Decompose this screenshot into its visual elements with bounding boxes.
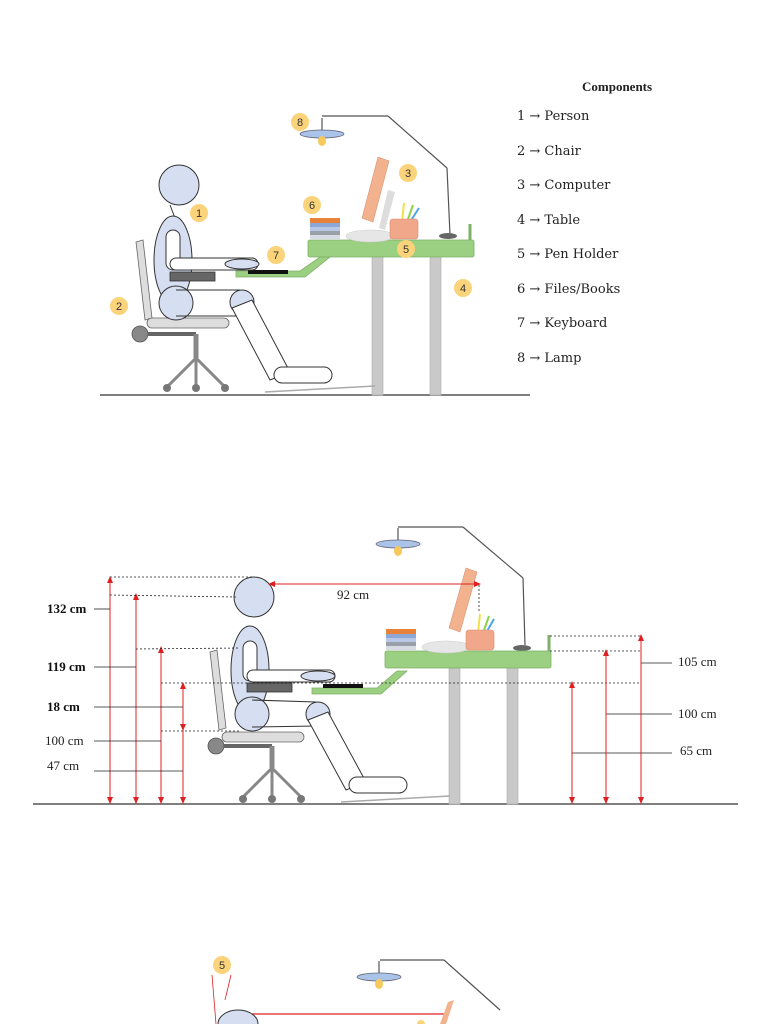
person: [153, 164, 376, 393]
table: [235, 224, 475, 396]
legend-item: 6 → Files/Books: [517, 281, 621, 297]
badge-5: 5: [219, 960, 225, 972]
dimension-arrowheads-right: [569, 634, 644, 804]
table-2: [311, 635, 552, 805]
legend-item: 8 → Lamp: [517, 350, 582, 366]
dim-seat-height: 47 cm: [47, 758, 79, 773]
legend-item: 4 → Table: [517, 212, 581, 228]
dim-elbow-gap: 18 cm: [47, 699, 80, 714]
legend-item: 3 → Computer: [517, 178, 611, 193]
legend-item: 1 → Person: [517, 109, 590, 124]
dimension-lines-left: [109, 578, 184, 804]
dim-table-top: 100 cm: [678, 706, 717, 721]
number-badges: 1 2 3 4 5 6 7 8: [110, 113, 472, 315]
chair: [131, 239, 230, 392]
dim-head-height: 132 cm: [47, 601, 87, 616]
legend-item: 5 → Pen Holder: [517, 247, 619, 262]
dim-seated-eye: 100 cm: [45, 733, 84, 748]
dim-keyboard-tray: 65 cm: [680, 743, 712, 758]
svg-text:6: 6: [309, 200, 315, 212]
diagram-2: 132 cm 119 cm 18 cm 100 cm 47 cm 92 cm 1…: [33, 526, 738, 805]
lamp: [299, 115, 457, 239]
computer: [345, 156, 395, 243]
dim-lamp-base: 105 cm: [678, 654, 717, 669]
desk-items-2: [323, 567, 495, 688]
svg-text:1: 1: [196, 208, 202, 220]
diagram-1: 1 2 3 4 5 6 7 8: [100, 113, 530, 396]
diagram-3-partial: 5: [211, 956, 501, 1024]
svg-text:7: 7: [273, 250, 279, 262]
chair-2: [207, 649, 305, 803]
person-2: [230, 576, 451, 803]
dimension-arrowheads-left: [107, 576, 186, 804]
svg-text:4: 4: [460, 283, 466, 295]
reach-dimension: [268, 581, 481, 587]
svg-text:2: 2: [116, 301, 122, 313]
legend-title: Components: [582, 79, 653, 94]
dotted-guides: [109, 576, 640, 732]
svg-text:3: 3: [405, 168, 411, 180]
files-books: [310, 218, 340, 239]
dim-reach: 92 cm: [337, 587, 369, 602]
dimension-lines-right: [571, 636, 642, 804]
legend-item: 2 → Chair: [517, 143, 581, 159]
leader-lines: [94, 608, 672, 772]
pen-holder: [389, 202, 420, 240]
lamp-2: [375, 526, 531, 651]
svg-text:8: 8: [297, 117, 303, 129]
keyboard: [248, 270, 288, 274]
svg-text:5: 5: [403, 244, 409, 256]
dim-shoulder-height: 119 cm: [47, 659, 86, 674]
legend-item: 7 → Keyboard: [517, 316, 608, 331]
